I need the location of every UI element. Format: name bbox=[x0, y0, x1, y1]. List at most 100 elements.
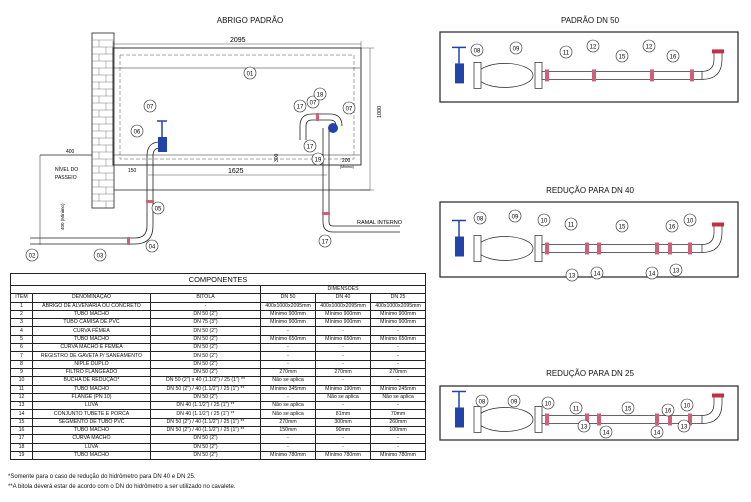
table-cell: 4 bbox=[10, 326, 33, 336]
bubble-label: 12 bbox=[590, 44, 597, 50]
bubble-label: 08 bbox=[474, 48, 481, 54]
item-bubble: 15 bbox=[621, 401, 635, 415]
item-bubble: 11 bbox=[569, 401, 583, 415]
table-cell: 19 bbox=[10, 450, 33, 461]
table-cell: Mínimo 780mm bbox=[369, 450, 427, 461]
table-cell: - bbox=[369, 343, 427, 353]
item-bubble: 14 bbox=[645, 266, 659, 280]
bubble-label: 01 bbox=[247, 71, 254, 77]
table-cell: 12 bbox=[10, 392, 33, 403]
table-cell: 17 bbox=[10, 434, 33, 444]
table-cell: DN 50 (2") bbox=[150, 309, 261, 320]
table-cell: 400x1000x2095mm bbox=[369, 301, 427, 311]
bubble-label: 17 bbox=[307, 144, 314, 150]
table-cell: Mínimo 190mm bbox=[315, 384, 371, 394]
shelter-box bbox=[112, 47, 362, 166]
bubble-label: 18 bbox=[317, 92, 324, 98]
bubble-label: 03 bbox=[97, 253, 104, 259]
table-cell: 70mm bbox=[369, 409, 427, 419]
item-bubble: 12 bbox=[642, 39, 656, 53]
joint-mark bbox=[688, 413, 692, 426]
item-bubble: 14 bbox=[599, 425, 613, 439]
table-cell: - bbox=[260, 326, 316, 336]
view-title-dn40: REDUÇÃO PARA DN 40 bbox=[546, 186, 634, 195]
table-cell: 11 bbox=[10, 384, 33, 394]
joint-mark bbox=[545, 242, 549, 255]
joint-mark bbox=[668, 413, 672, 426]
item-bubble: 01 bbox=[243, 66, 257, 80]
table-cell: NIPLE DUPLO bbox=[32, 359, 151, 369]
table-cell: CURVA MACHO E FÊMEA bbox=[32, 343, 151, 353]
item-bubble: 09 bbox=[509, 41, 523, 55]
table-cell: 3 bbox=[10, 318, 33, 328]
table-cell: DN 50 (2") / 40 (1.1/2") / 25 (1") ** bbox=[150, 426, 261, 436]
dim-header: DIMENSÕES bbox=[259, 284, 427, 295]
bubble-label: 02 bbox=[29, 253, 36, 259]
table-cell: DN 50 (2") / 40 (1.1/2") / 25 (1") ** bbox=[150, 384, 261, 394]
table-cell: 270mm bbox=[369, 367, 427, 378]
joint-mark bbox=[655, 242, 659, 255]
table-cell: 5 bbox=[10, 334, 33, 345]
fitting-mark bbox=[146, 200, 154, 203]
table-cell: DN 50 (2") bbox=[150, 392, 261, 403]
table-cell: SEGMENTO DE TUBO PVC bbox=[32, 417, 151, 428]
table-cell: - bbox=[260, 351, 316, 361]
item-bubble: 03 bbox=[93, 248, 107, 262]
item-bubble: 08 bbox=[473, 211, 487, 225]
table-cell: 6 bbox=[10, 343, 33, 353]
dim-300: 300 bbox=[274, 153, 280, 162]
footnote-1: *Somente para o caso de redução do hidrô… bbox=[8, 474, 196, 480]
bubble-label: 13 bbox=[673, 268, 680, 274]
table-cell: FILTRO FLANGEADO bbox=[32, 367, 151, 378]
table-cell: 14 bbox=[10, 409, 33, 419]
table-cell: 7 bbox=[10, 351, 33, 361]
joint-mark bbox=[585, 242, 589, 255]
bubble-label: 12 bbox=[646, 44, 653, 50]
item-bubble: 17 bbox=[303, 139, 317, 153]
item-bubble: 17 bbox=[318, 234, 332, 248]
bubble-label: 13 bbox=[581, 424, 588, 430]
table-cell: 270mm bbox=[260, 367, 316, 378]
item-bubble: 16 bbox=[661, 403, 675, 417]
table-cell: 8 bbox=[10, 359, 33, 369]
table-cell: - bbox=[369, 401, 427, 411]
detail-view bbox=[439, 385, 739, 441]
table-cell: DN 50 (2") bbox=[150, 343, 261, 353]
table-cell: Mínimo 245mm bbox=[369, 384, 427, 394]
dim-height: 1000 bbox=[377, 106, 383, 118]
bubble-label: 08 bbox=[477, 216, 484, 222]
table-cell: - bbox=[150, 301, 261, 311]
joint-mark bbox=[597, 242, 601, 255]
bubble-label: 15 bbox=[619, 54, 626, 60]
bubble-label: 10 bbox=[687, 218, 694, 224]
table-caption: COMPONENTES bbox=[9, 273, 427, 286]
item-bubble: 11 bbox=[559, 45, 573, 59]
table-cell: 1 bbox=[10, 301, 33, 311]
table-cell: FLANGE (PN 10) bbox=[32, 392, 151, 403]
joint-mark bbox=[650, 69, 654, 82]
bubble-label: 08 bbox=[479, 399, 486, 405]
bubble-label: 19 bbox=[315, 157, 322, 163]
table-cell: - bbox=[369, 376, 427, 386]
table-cell: - bbox=[369, 351, 427, 361]
joint-mark bbox=[597, 413, 601, 426]
table-cell: DN 50 (2") bbox=[150, 434, 261, 444]
table-cell: - bbox=[315, 351, 371, 361]
view-title-dn50: PADRÃO DN 50 bbox=[560, 16, 620, 25]
table-cell: ABRIGO DE ALVENARIA OU CONCRETO bbox=[32, 301, 151, 311]
item-bubble: 09 bbox=[508, 209, 522, 223]
item-bubble: 16 bbox=[666, 49, 680, 63]
bubble-label: 16 bbox=[669, 224, 676, 230]
table-cell: - bbox=[315, 401, 371, 411]
